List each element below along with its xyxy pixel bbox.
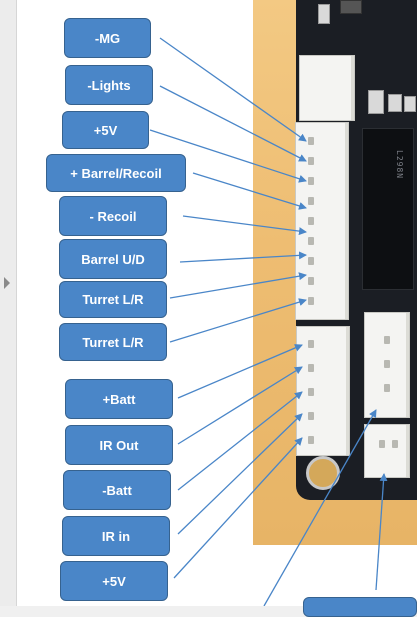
pin bbox=[308, 340, 314, 348]
label-batt-minus: -Batt bbox=[63, 470, 171, 510]
label-ir-out: IR Out bbox=[65, 425, 173, 465]
label-turret-lr-1: Turret L/R bbox=[59, 281, 167, 318]
pin bbox=[308, 157, 314, 165]
arrow-lower-right-1 bbox=[263, 409, 377, 606]
label-barrel-ud: Barrel U/D bbox=[59, 239, 167, 279]
pin bbox=[308, 137, 314, 145]
pin bbox=[308, 364, 314, 372]
left-sidebar bbox=[0, 0, 17, 606]
pin bbox=[308, 237, 314, 245]
chip-marking: L298N bbox=[395, 150, 404, 180]
arrow-ir-in bbox=[177, 413, 303, 535]
pin bbox=[308, 388, 314, 396]
arrow-turret-1 bbox=[169, 272, 307, 299]
label-turret-lr-2: Turret L/R bbox=[59, 323, 167, 361]
label-partial-bottom bbox=[303, 597, 417, 617]
pin bbox=[308, 177, 314, 185]
pin bbox=[384, 360, 390, 368]
arrow-batt-plus bbox=[177, 344, 303, 399]
label-plus5v-bottom: +5V bbox=[60, 561, 168, 601]
lower-connector bbox=[296, 326, 350, 456]
label-lights: -Lights bbox=[65, 65, 153, 105]
top-connector bbox=[299, 55, 355, 121]
relay-component bbox=[340, 0, 362, 14]
label-barrel-recoil: + Barrel/Recoil bbox=[46, 154, 186, 192]
pin bbox=[308, 217, 314, 225]
arrow-ir-out bbox=[177, 366, 303, 445]
label-plus5v-top: +5V bbox=[62, 111, 149, 149]
pin bbox=[308, 257, 314, 265]
arrow-barrel-ud bbox=[179, 251, 307, 263]
label-ir-in: IR in bbox=[62, 516, 170, 556]
pin bbox=[392, 440, 398, 448]
label-batt-plus: +Batt bbox=[65, 379, 173, 419]
mounting-hole bbox=[306, 456, 340, 490]
pin bbox=[308, 197, 314, 205]
arrow-batt-minus bbox=[177, 391, 303, 491]
smd-component bbox=[318, 4, 330, 24]
motor-driver-chip bbox=[362, 128, 414, 290]
arrow-turret-2 bbox=[169, 298, 307, 343]
smd-component bbox=[404, 96, 416, 112]
pin bbox=[384, 384, 390, 392]
pin bbox=[308, 412, 314, 420]
label-mg: -MG bbox=[64, 18, 151, 58]
pin bbox=[384, 336, 390, 344]
pin bbox=[308, 277, 314, 285]
arrow-plus5v-bottom bbox=[173, 437, 303, 579]
arrow-plus5v-top bbox=[149, 129, 307, 183]
arrow-barrel-recoil bbox=[192, 172, 307, 210]
small-right-connector bbox=[364, 424, 410, 478]
label-recoil: - Recoil bbox=[59, 196, 167, 236]
smd-component bbox=[388, 94, 402, 112]
expand-arrow-icon[interactable] bbox=[4, 277, 10, 289]
pin bbox=[308, 297, 314, 305]
arrow-recoil bbox=[182, 215, 307, 236]
smd-component bbox=[368, 90, 384, 114]
pin bbox=[379, 440, 385, 448]
arrow-mg bbox=[159, 37, 307, 142]
pin bbox=[308, 436, 314, 444]
arrow-lower-right-2 bbox=[375, 473, 388, 591]
arrow-lights bbox=[159, 85, 307, 162]
